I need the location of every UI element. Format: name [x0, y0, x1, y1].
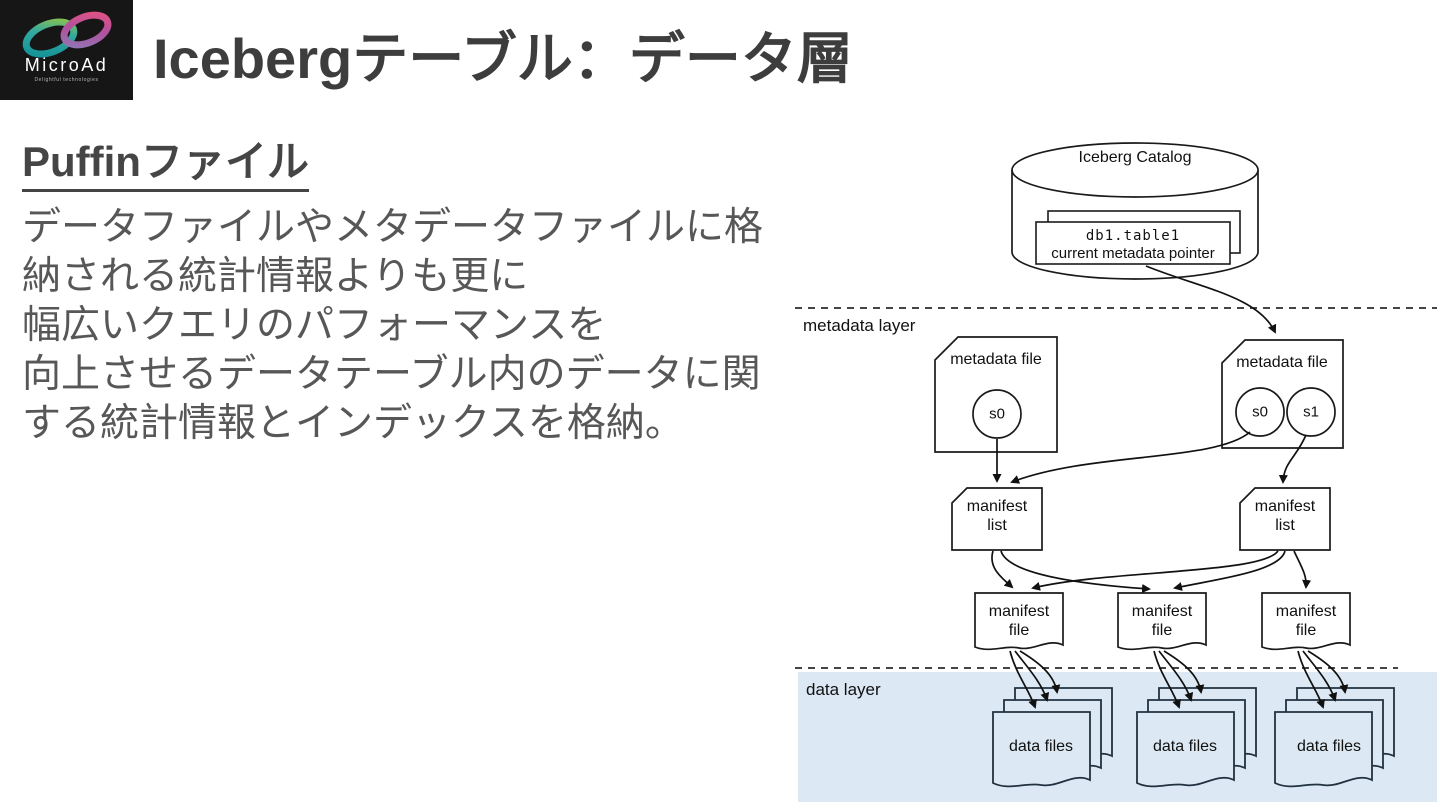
metadata-file-label: metadata file — [950, 351, 1042, 368]
snapshot-label: s0 — [989, 405, 1005, 423]
body-line: データファイルやメタデータファイルに格 — [22, 206, 764, 249]
arrow-listR-to-file1 — [1031, 550, 1279, 591]
data-files-label: data files — [1008, 738, 1074, 755]
body-line: 向上させるデータテーブル内のデータに関 — [22, 353, 761, 396]
arrow-s1-to-list-right — [1278, 434, 1307, 484]
manifest-list-label: manifest list — [966, 498, 1028, 534]
table-ref-label: db1.table1 — [1085, 228, 1181, 244]
page-title: Icebergテーブル：データ層 — [153, 27, 853, 90]
brand-text: MicroAd — [24, 55, 109, 75]
arrow-listR-to-file2 — [1173, 550, 1286, 591]
arrow-listL-to-file2 — [1000, 550, 1151, 593]
manifest-file-label: manifest file — [1275, 603, 1337, 639]
arrow-s0r-to-list-left — [1010, 431, 1251, 484]
infinity-logo-icon — [22, 11, 111, 58]
manifest-file-label: manifest file — [988, 603, 1050, 639]
snapshot-label: s0 — [1252, 403, 1268, 421]
manifest-list-label: manifest list — [1254, 498, 1316, 534]
brand-tagline: Delightful technologies — [34, 77, 99, 83]
snapshot-label: s1 — [1303, 403, 1319, 421]
body-text: データファイルやメタデータファイルに格 納される統計情報よりも更に 幅広いクエリ… — [22, 203, 763, 448]
arrow-listL-to-file1 — [991, 550, 1014, 589]
data-files-label: data files — [1296, 738, 1362, 755]
body-line: 幅広いクエリのパフォーマンスを — [22, 304, 607, 347]
body-line: する統計情報とインデックスを格納。 — [22, 402, 684, 445]
catalog-label: Iceberg Catalog — [1078, 149, 1192, 166]
manifest-file-label: manifest file — [1131, 603, 1193, 639]
logo: MicroAd Delightful technologies — [0, 0, 133, 100]
data-files-label: data files — [1152, 738, 1218, 755]
metadata-file-label: metadata file — [1236, 354, 1328, 371]
section-heading: Puffinファイル — [22, 138, 309, 193]
metadata-layer-label: metadata layer — [803, 316, 916, 335]
arrow-catalog-to-metadata — [1145, 265, 1277, 334]
pointer-label: current metadata pointer — [1051, 245, 1215, 262]
arrow-listR-to-file3 — [1293, 550, 1312, 589]
body-line: 納される統計情報よりも更に — [22, 255, 529, 298]
data-layer-label: data layer — [806, 680, 881, 699]
